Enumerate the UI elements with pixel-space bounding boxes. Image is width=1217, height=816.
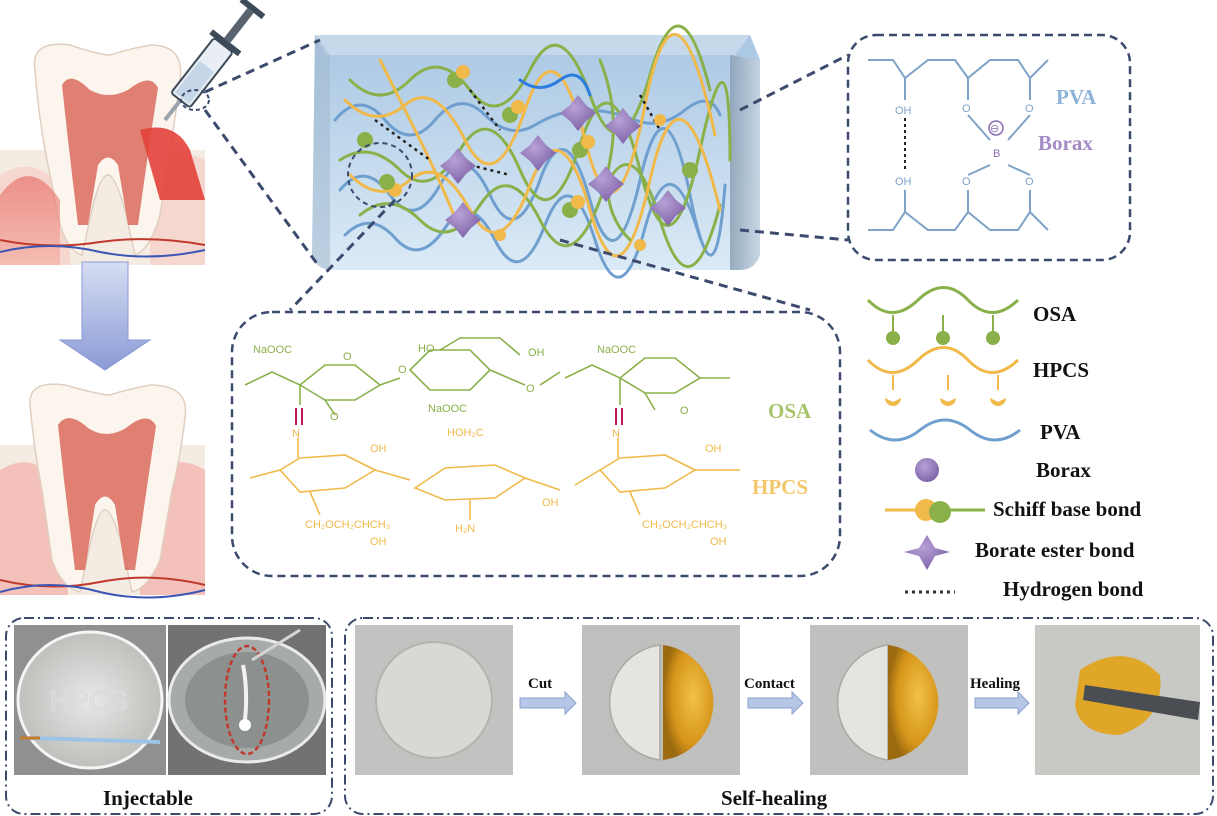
legend-borax-symbol [915,458,939,482]
injectable-photo-beaker [167,625,327,775]
chem-n-2: N [612,428,620,440]
chem-hpcs-oh-1: OH [370,443,387,455]
chem-o-e: O [680,405,689,417]
inset-o1: O [962,103,971,115]
selfhealing-caption: Self-healing [721,786,828,810]
inset-boron: B [993,148,1000,160]
chemical-structure-inset [230,310,842,578]
inset-pva-label: PVA [1056,85,1097,109]
chem-hpcs-sub-2-oh: OH [710,536,727,548]
inset-oh-top: OH [895,105,912,117]
inset-charge: ⊖ [990,122,999,135]
chem-hpcs-hoh2c: HOH₂C [447,427,484,439]
legend-osa-label: OSA [1033,302,1077,326]
chem-o-b: O [398,364,407,376]
healing-label: Healing [970,676,1021,692]
pva-borax-inset [846,33,1132,262]
selfhealing-photo-4 [1035,625,1200,775]
chem-naooc-1: NaOOC [253,344,292,356]
chem-hpcs-oh-2: OH [542,497,559,509]
inset-oh-bottom: OH [895,176,912,188]
chem-o-c: O [330,411,339,423]
legend-hpcs-symbol [866,346,1020,406]
cut-label: Cut [528,676,553,692]
inset-o4: O [1025,176,1034,188]
injectable-photo-dish [14,625,166,775]
chem-naooc-3: NaOOC [597,344,636,356]
chem-hpcs-sub-2: CH₂OCH₂CHCH₃ [642,519,727,531]
injectable-caption: Injectable [103,786,193,810]
chem-naooc-2: NaOOC [428,403,467,415]
zoom-connectors [203,38,849,312]
chem-ho: HO [418,343,435,355]
diseased-tooth [0,43,206,265]
dish-writing: HPCS [50,685,128,716]
selfhealing-photo-3 [810,625,968,775]
legend-borax-label: Borax [1036,458,1091,482]
legend-schiff-symbol [885,499,985,523]
inset-o3: O [962,176,971,188]
selfhealing-photo-2 [582,625,740,775]
legend-pva-symbol [869,418,1021,442]
legend-hpcs-label: HPCS [1033,358,1090,382]
chem-oh-1: OH [528,347,545,359]
chem-n-1: N [292,428,300,440]
chem-hpcs-label: HPCS [752,475,808,499]
selfhealing-photo-1 [355,625,513,775]
inset-borax-label: Borax [1038,131,1093,155]
syringe [163,0,266,122]
chem-o-d: O [526,383,535,395]
injectable-panel [5,617,333,815]
selfhealing-panel [344,617,1214,815]
legend-borate-symbol [904,535,950,570]
progression-arrow [58,261,152,371]
legend-osa-symbol [866,286,1020,345]
flow-arrows [519,690,1030,716]
hydrogel-network-box [312,24,760,279]
legend-hbond-label: Hydrogen bond [1003,577,1144,601]
chem-osa-label: OSA [768,399,812,423]
chem-hpcs-oh-3: OH [705,443,722,455]
chem-o-a: O [343,351,352,363]
legend-schiff-label: Schiff base bond [993,497,1142,521]
chem-hpcs-sub-1-oh: OH [370,536,387,548]
inset-o2: O [1025,103,1034,115]
contact-label: Contact [744,676,795,692]
legend-borate-label: Borate ester bond [975,538,1135,562]
chem-hpcs-nh2: H₂N [455,523,475,535]
healed-tooth [0,383,206,599]
legend-pva-label: PVA [1040,420,1081,444]
chem-hpcs-sub-1: CH₂OCH₂CHCH₃ [305,519,390,531]
